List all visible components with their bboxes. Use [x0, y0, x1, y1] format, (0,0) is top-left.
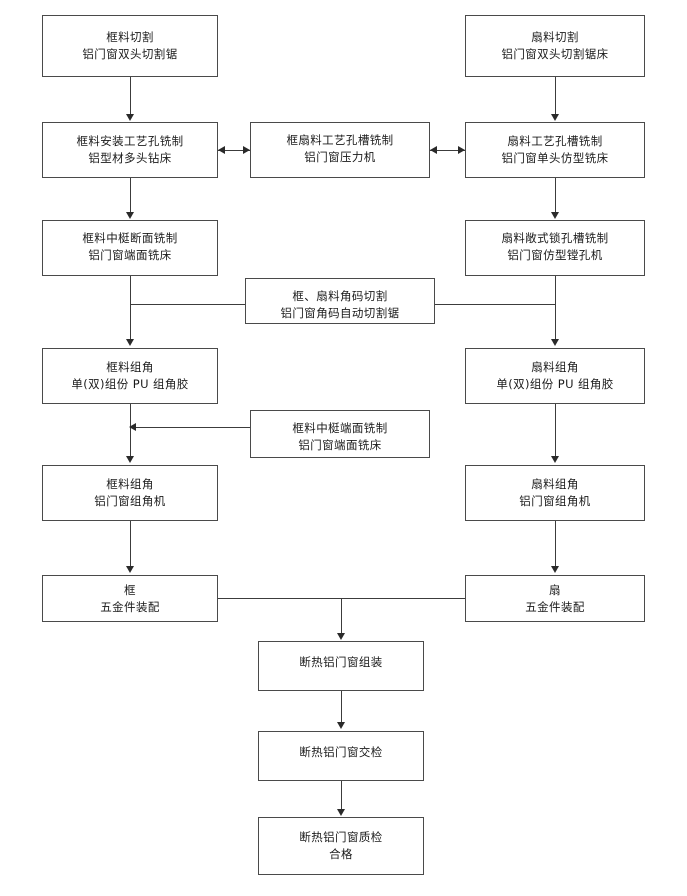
node-frame-corner-glue[interactable]: 框料组角 单(双)组份 PU 组角胶 — [42, 348, 218, 404]
node-sash-corner-crimp[interactable]: 扇料组角 铝门窗组角机 — [465, 465, 645, 521]
node-line-1: 框料组角 — [106, 477, 154, 492]
node-line-2: 铝门窗压力机 — [304, 149, 376, 164]
node-frame-cut[interactable]: 框料切割 铝门窗双头切割锯 — [42, 15, 218, 77]
node-assembly[interactable]: 断热铝门窗组装 — [258, 641, 424, 691]
arrowhead-right — [458, 145, 465, 154]
node-line-2: 铝门窗仿型镗孔机 — [507, 247, 603, 262]
connector-sash-cut-to-slot-mill — [555, 77, 556, 115]
connector-corner-glue-to-crimp-right — [555, 404, 556, 458]
node-line-2: 铝门窗双头切割锯床 — [501, 47, 609, 61]
arrowhead-down — [550, 114, 559, 121]
node-sash-cut[interactable]: 扇料切割 铝门窗双头切割锯床 — [465, 15, 645, 77]
node-line-1: 框料中梃端面铣制 — [292, 421, 388, 435]
arrowhead-down — [336, 722, 345, 729]
connector-hole-mill-to-face-mill — [130, 178, 131, 213]
node-line-1: 框、扇料角码切割 — [292, 289, 388, 303]
node-line-2: 铝门窗角码自动切割锯 — [280, 305, 400, 320]
connector-corner-glue-to-crimp-left — [130, 404, 131, 458]
node-sash-slot-mill[interactable]: 扇料工艺孔槽铣制 铝门窗单头仿型铣床 — [465, 122, 645, 178]
node-line-1: 扇料组角 — [531, 360, 579, 375]
arrowhead-down — [550, 212, 559, 219]
connector-crimp-to-hardware-right — [555, 521, 556, 567]
node-line-2: 单(双)组份 PU 组角胶 — [71, 377, 189, 391]
arrowhead-down — [336, 633, 345, 640]
arrowhead-down — [125, 114, 134, 121]
node-line-1: 框扇料工艺孔槽铣制 — [286, 133, 394, 147]
node-frame-corner-crimp[interactable]: 框料组角 铝门窗组角机 — [42, 465, 218, 521]
connector-lock-mill-to-corner-glue — [555, 276, 556, 340]
node-line-1: 扇料敞式锁孔槽铣制 — [501, 231, 609, 245]
connector-assembly-to-inspection — [341, 691, 342, 723]
node-sash-corner-glue[interactable]: 扇料组角 单(双)组份 PU 组角胶 — [465, 348, 645, 404]
arrowhead-down — [125, 456, 134, 463]
node-line-2: 铝型材多头钻床 — [88, 151, 172, 165]
connector-merge-to-assembly — [341, 598, 342, 633]
connector-mullion-end-mill-to-left-branch — [130, 427, 250, 428]
node-line-1: 扇 — [549, 582, 561, 597]
arrowhead-left — [129, 422, 136, 431]
node-line-1: 扇料组角 — [531, 477, 579, 492]
node-line-2: 铝门窗单头仿型铣床 — [501, 151, 609, 165]
node-line-2: 铝门窗组角机 — [94, 494, 166, 508]
node-line-2: 五金件装配 — [100, 599, 160, 614]
node-inspection[interactable]: 断热铝门窗交检 — [258, 731, 424, 781]
node-line-1: 扇料切割 — [531, 30, 579, 45]
arrowhead-down — [125, 566, 134, 573]
node-sash-hardware[interactable]: 扇 五金件装配 — [465, 575, 645, 622]
node-frame-mullion-face-mill[interactable]: 框料中梃断面铣制 铝门窗端面铣床 — [42, 220, 218, 276]
node-frame-sash-slot-mill[interactable]: 框扇料工艺孔槽铣制 铝门窗压力机 — [250, 122, 430, 178]
node-line-2: 铝门窗端面铣床 — [88, 247, 172, 262]
node-line-2: 五金件装配 — [525, 599, 585, 614]
node-frame-hole-mill[interactable]: 框料安装工艺孔铣制 铝型材多头钻床 — [42, 122, 218, 178]
arrowhead-down — [125, 339, 134, 346]
node-line-1: 框料中梃断面铣制 — [82, 231, 178, 245]
node-line-1: 断热铝门窗组装 — [299, 655, 383, 669]
arrowhead-down — [125, 212, 134, 219]
node-line-2: 铝门窗组角机 — [519, 494, 591, 508]
connector-corner-key-to-left-branch — [130, 304, 245, 305]
arrowhead-down — [550, 566, 559, 573]
connector-crimp-to-hardware-left — [130, 521, 131, 567]
node-line-1: 框料切割 — [106, 30, 154, 45]
node-corner-key-cut[interactable]: 框、扇料角码切割 铝门窗角码自动切割锯 — [245, 278, 435, 324]
arrowhead-left — [218, 145, 225, 154]
connector-press-to-sash — [430, 150, 465, 151]
node-line-2: 铝门窗端面铣床 — [298, 437, 382, 452]
node-line-1: 框料组角 — [106, 360, 154, 375]
node-line-1: 框 — [124, 582, 136, 597]
arrowhead-right — [243, 145, 250, 154]
node-frame-hardware[interactable]: 框 五金件装配 — [42, 575, 218, 622]
arrowhead-down — [550, 339, 559, 346]
node-frame-mullion-end-mill[interactable]: 框料中梃端面铣制 铝门窗端面铣床 — [250, 410, 430, 458]
node-sash-lock-slot-mill[interactable]: 扇料敞式锁孔槽铣制 铝门窗仿型镗孔机 — [465, 220, 645, 276]
node-qualified[interactable]: 断热铝门窗质检 合格 — [258, 817, 424, 875]
node-line-1: 框料安装工艺孔铣制 — [76, 134, 184, 149]
connector-face-mill-to-corner-glue — [130, 276, 131, 340]
arrowhead-down — [550, 456, 559, 463]
arrowhead-left — [430, 145, 437, 154]
node-line-1: 断热铝门窗质检 — [299, 830, 383, 845]
connector-corner-key-to-right-branch — [435, 304, 555, 305]
connector-inspection-to-qualified — [341, 781, 342, 810]
connector-frame-cut-to-hole-mill — [130, 77, 131, 115]
node-line-1: 扇料工艺孔槽铣制 — [507, 134, 603, 149]
arrowhead-down — [336, 809, 345, 816]
connector-slot-mill-to-lock-mill — [555, 178, 556, 213]
connector-frame-to-press — [218, 150, 250, 151]
node-line-2: 单(双)组份 PU 组角胶 — [496, 377, 614, 391]
node-line-2: 合格 — [329, 847, 353, 861]
node-line-2: 铝门窗双头切割锯 — [82, 47, 178, 61]
node-line-1: 断热铝门窗交检 — [299, 745, 383, 759]
